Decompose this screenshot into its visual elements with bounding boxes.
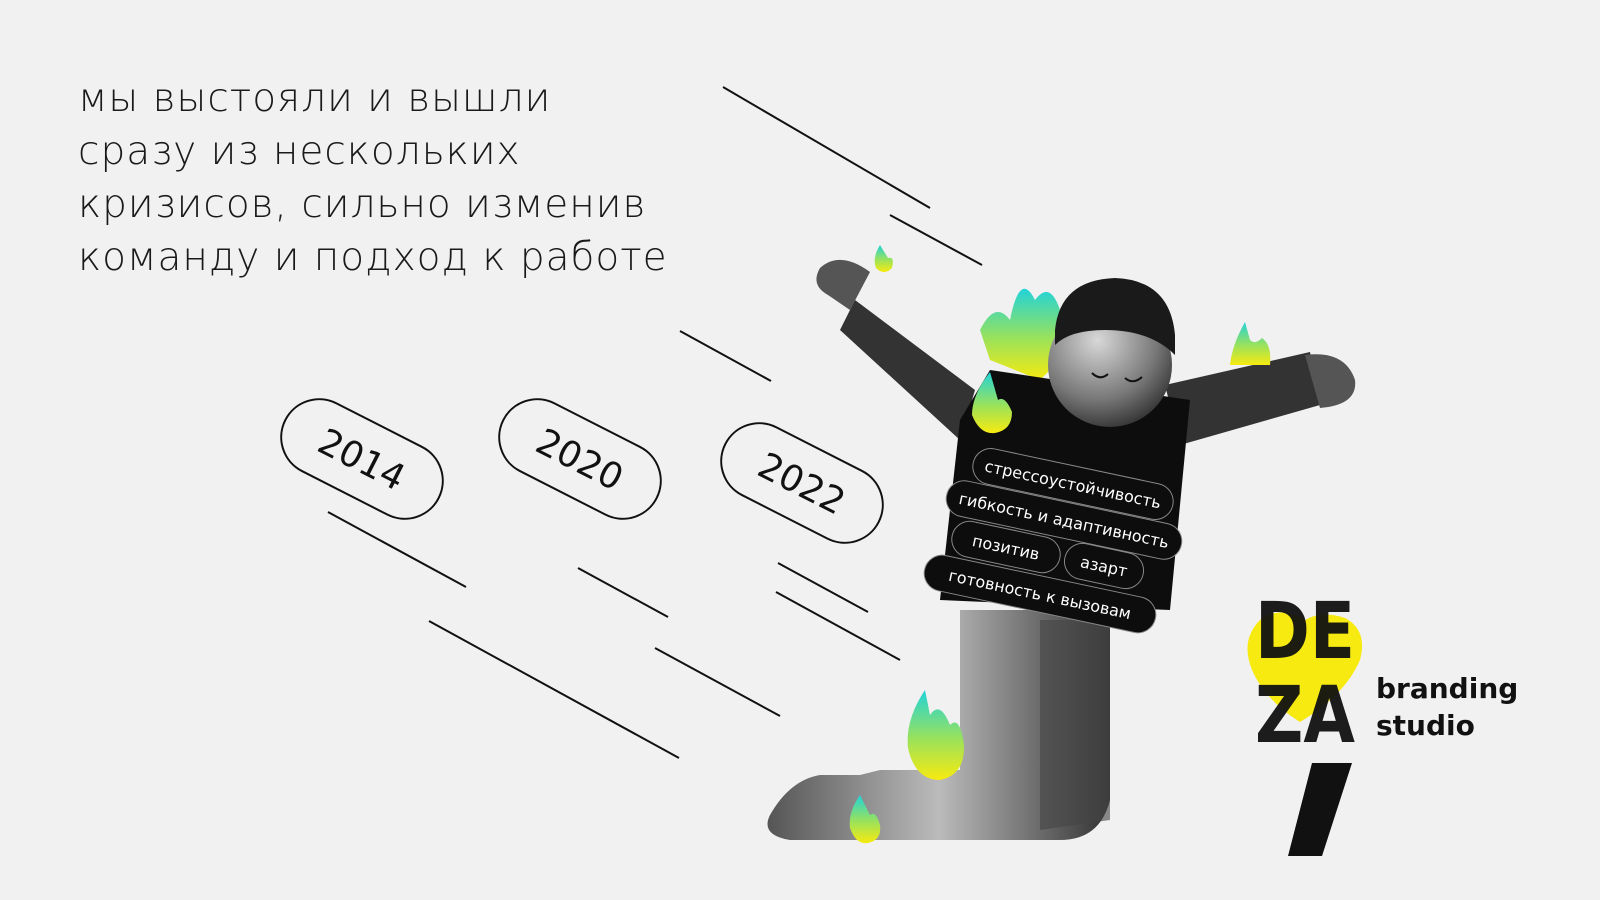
year-pill-2020: 2020: [498, 398, 662, 520]
tagline-branding: branding: [1376, 672, 1519, 705]
right-arm: [1165, 352, 1320, 445]
left-arm: [840, 300, 975, 440]
closed-eyes: [1091, 372, 1143, 383]
legs: [767, 610, 1110, 840]
flame-icon: [972, 372, 1012, 434]
svg-text:DE: DE: [1255, 587, 1355, 677]
vest-labels: стрессоустойчивость гибкость и адаптивно…: [923, 448, 1183, 634]
svg-text:ZA: ZA: [1255, 671, 1355, 761]
headline-line: сразу из нескольких: [78, 129, 521, 174]
brand-tagline: branding studio: [1376, 670, 1518, 744]
year-pill-2022: 2022: [720, 422, 884, 544]
year-pill-2014: 2014: [280, 398, 444, 520]
flame-icon: [1230, 322, 1271, 365]
vest-label: позитив: [951, 520, 1061, 574]
right-hand: [1305, 354, 1356, 408]
speed-lines: [327, 86, 983, 759]
flame-icon: [849, 795, 881, 844]
heart-icon: [1247, 612, 1363, 722]
flame-icon: [874, 245, 893, 272]
hat: [1055, 278, 1175, 355]
headline-line: кризисов, сильно изменив: [78, 182, 647, 227]
vest-label: азарт: [1063, 542, 1145, 590]
deza-logo: DE ZA: [1247, 587, 1363, 856]
flame-icon: [907, 690, 965, 780]
logo-slash: [1288, 763, 1352, 856]
left-hand: [816, 259, 870, 310]
headline-line: команду и подход к работе: [78, 235, 668, 280]
tagline-studio: studio: [1376, 709, 1475, 742]
headline: мы выстояли и вышли сразу из нескольких …: [78, 72, 668, 284]
headline-line: мы выстояли и вышли: [78, 76, 552, 121]
